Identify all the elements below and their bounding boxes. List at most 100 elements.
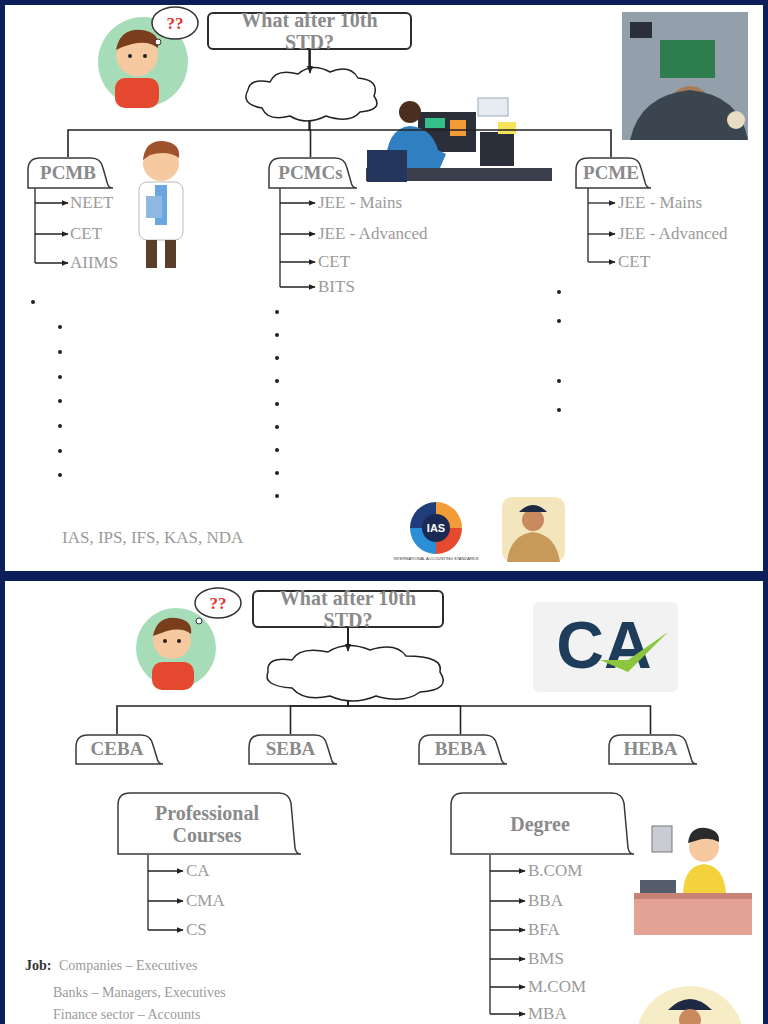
boy-illustration bbox=[128, 54, 132, 58]
item-connectors bbox=[35, 233, 68, 234]
option-item: CET bbox=[618, 253, 650, 270]
boy-illustration bbox=[98, 7, 198, 108]
coder-illustration bbox=[367, 150, 407, 182]
tab-outline bbox=[118, 793, 301, 854]
panel-frame bbox=[3, 3, 766, 574]
option-item: BITS bbox=[318, 278, 355, 295]
category-tab: PCMCs bbox=[268, 157, 353, 189]
electronics-photo bbox=[622, 12, 748, 140]
bullet-dots bbox=[557, 290, 561, 294]
bullet-dots bbox=[275, 494, 279, 498]
item-connectors bbox=[489, 855, 490, 1014]
bullet-dots bbox=[58, 375, 62, 379]
accountant-illustration bbox=[634, 893, 752, 899]
accountant-illustration bbox=[652, 826, 672, 852]
boy-illustration bbox=[195, 588, 241, 618]
option-item: BBA bbox=[528, 892, 563, 909]
bullet-dots bbox=[557, 408, 561, 412]
category-tab: BEBA bbox=[418, 734, 503, 765]
boy-illustration bbox=[143, 54, 147, 58]
title-box: What after 10th STD? bbox=[252, 590, 444, 628]
ias-logo bbox=[422, 514, 450, 542]
police-illustration bbox=[522, 509, 544, 531]
option-item: CET bbox=[318, 253, 350, 270]
branch-connector bbox=[291, 628, 349, 734]
boy-illustration bbox=[153, 621, 191, 659]
accountant-illustration bbox=[634, 893, 752, 935]
boy-illustration bbox=[163, 639, 167, 643]
category-tab: SEBA bbox=[248, 734, 333, 765]
bullet-dots bbox=[58, 399, 62, 403]
boy-illustration bbox=[116, 34, 158, 76]
bullet-dots bbox=[31, 300, 35, 304]
boy-illustration bbox=[196, 618, 202, 624]
cloud-shape bbox=[347, 628, 349, 651]
item-connectors bbox=[147, 855, 148, 930]
police-illustration bbox=[636, 986, 744, 1024]
bullet-dots bbox=[58, 350, 62, 354]
bullet-dots bbox=[275, 402, 279, 406]
tab-outline bbox=[76, 735, 163, 764]
ca-check-mark bbox=[600, 632, 668, 672]
accountant-illustration bbox=[634, 826, 752, 935]
electronics-photo bbox=[727, 111, 745, 129]
accountant-illustration bbox=[640, 880, 676, 896]
cloud-shape bbox=[246, 67, 377, 121]
option-item: BFA bbox=[528, 921, 560, 938]
police-illustration bbox=[502, 497, 565, 562]
branch-connector bbox=[348, 628, 461, 734]
coder-illustration bbox=[425, 118, 445, 128]
police-illustration bbox=[507, 532, 560, 562]
item-connectors bbox=[35, 188, 615, 1014]
boy-illustration bbox=[136, 588, 241, 690]
item-connectors bbox=[588, 202, 615, 203]
electronics-photo bbox=[668, 86, 712, 130]
coder-illustration bbox=[366, 168, 552, 181]
police-illustration bbox=[668, 999, 712, 1010]
title-text: What after 10th STD? bbox=[219, 9, 400, 53]
bullet-dots bbox=[58, 325, 62, 329]
category-tab: HEBA bbox=[608, 734, 693, 765]
bullet-dots bbox=[557, 319, 561, 323]
item-connectors bbox=[280, 286, 315, 287]
item-connectors bbox=[35, 262, 68, 263]
item-connectors bbox=[490, 958, 525, 959]
ca-check-mark bbox=[600, 632, 668, 672]
bullet-dots bbox=[31, 290, 561, 498]
job-note: Banks – Managers, Executives bbox=[53, 986, 226, 1000]
item-connectors bbox=[490, 929, 525, 930]
option-item: M.COM bbox=[528, 978, 586, 995]
coder-illustration bbox=[450, 120, 466, 136]
ca-logo bbox=[533, 602, 678, 692]
bullet-dots bbox=[58, 473, 62, 477]
panel-frame bbox=[3, 579, 766, 1024]
option-item: JEE - Advanced bbox=[318, 225, 428, 242]
item-connectors bbox=[35, 202, 68, 203]
item-connectors bbox=[280, 261, 315, 262]
branch-connector bbox=[68, 50, 310, 157]
category-tab: Degree bbox=[450, 792, 630, 855]
branch-connector bbox=[310, 50, 612, 157]
logo-text: CA bbox=[556, 612, 651, 678]
item-connectors bbox=[490, 986, 525, 987]
item-connectors bbox=[490, 870, 525, 871]
doctor-illustration bbox=[139, 182, 183, 240]
option-item: JEE - Mains bbox=[618, 194, 702, 211]
item-connectors bbox=[490, 1013, 525, 1014]
category-name: PCMB bbox=[40, 163, 96, 184]
boy-illustration bbox=[115, 78, 159, 108]
category-tab: PCME bbox=[575, 157, 647, 189]
category-name: SEBA bbox=[266, 739, 316, 760]
item-connectors bbox=[148, 900, 183, 901]
coder-illustration bbox=[385, 126, 446, 168]
cloud-shape bbox=[246, 50, 443, 701]
boy-illustration bbox=[153, 618, 191, 636]
item-connectors bbox=[490, 900, 525, 901]
category-name: PCMCs bbox=[278, 163, 342, 184]
coder-illustration bbox=[418, 112, 476, 152]
cloud-shape bbox=[267, 645, 443, 701]
item-connectors bbox=[588, 233, 615, 234]
option-item: CS bbox=[186, 921, 207, 938]
category-name: BEBA bbox=[435, 739, 487, 760]
coder-illustration bbox=[480, 132, 514, 166]
